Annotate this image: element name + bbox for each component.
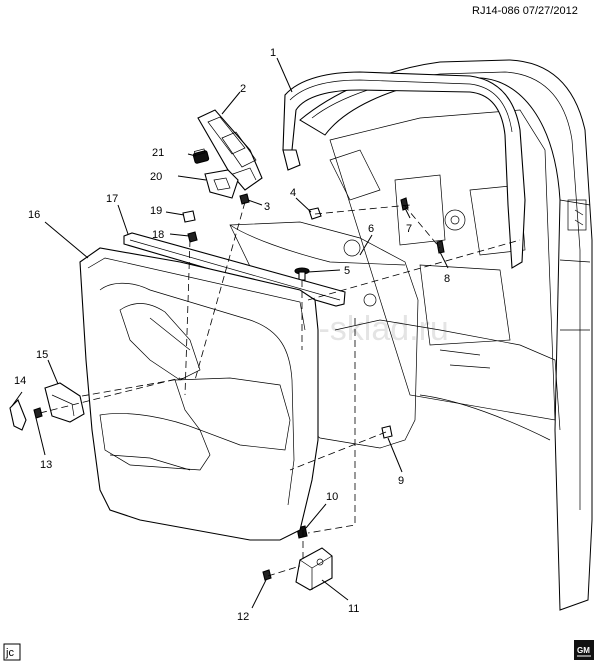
part-14-cover: [9, 399, 27, 431]
callout-18: 18: [152, 229, 164, 241]
gm-logo: GM: [574, 640, 594, 660]
callout-19: 19: [150, 205, 162, 217]
part-11-bracket: [295, 547, 333, 591]
callout-9: 9: [398, 475, 404, 487]
callout-5: 5: [344, 265, 350, 277]
callout-12: 12: [237, 611, 249, 623]
callout-8: 8: [444, 273, 450, 285]
callout-16: 16: [28, 209, 40, 221]
leader-lines: [11, 57, 449, 609]
fastener-5: [294, 267, 310, 281]
callout-4: 4: [290, 187, 296, 199]
fastener-9: [381, 425, 393, 439]
part-16-door-trim-panel: [79, 247, 319, 541]
gm-logo-text: GM: [577, 646, 590, 655]
callout-21: 21: [152, 147, 164, 159]
callout-17: 17: [106, 193, 118, 205]
part-1-upper-seal: [282, 71, 526, 269]
callout-13: 13: [40, 459, 52, 471]
fastener-4: [308, 207, 322, 220]
fastener-8: [436, 240, 445, 254]
diagram-reference: RJ14-086 07/27/2012: [472, 5, 578, 17]
callouts: 1 2 3 4 5 6 7 8 9 10 11 12 13 14 15 16 1…: [14, 47, 450, 623]
callout-11: 11: [348, 603, 359, 615]
callout-3: 3: [264, 201, 270, 213]
callout-14: 14: [14, 375, 26, 387]
part-20-switch-module: [204, 169, 239, 199]
callout-7: 7: [406, 223, 412, 235]
part-21-switch: [192, 148, 210, 164]
fastener-18: [187, 231, 198, 243]
callout-15: 15: [36, 349, 48, 361]
corner-tag-text: jc: [5, 647, 14, 659]
callout-2: 2: [240, 83, 246, 95]
alignment-lines: [39, 201, 521, 577]
corner-tag: jc: [3, 643, 21, 661]
callout-10: 10: [326, 491, 338, 503]
callout-1: 1: [270, 47, 276, 59]
part-15-handle-housing: [44, 382, 85, 423]
fastener-13: [33, 407, 43, 419]
callout-6: 6: [368, 223, 374, 235]
fastener-7: [400, 197, 409, 211]
callout-20: 20: [150, 171, 162, 183]
fastener-3: [239, 193, 250, 205]
fastener-12: [262, 569, 272, 581]
fastener-19: [182, 210, 196, 223]
